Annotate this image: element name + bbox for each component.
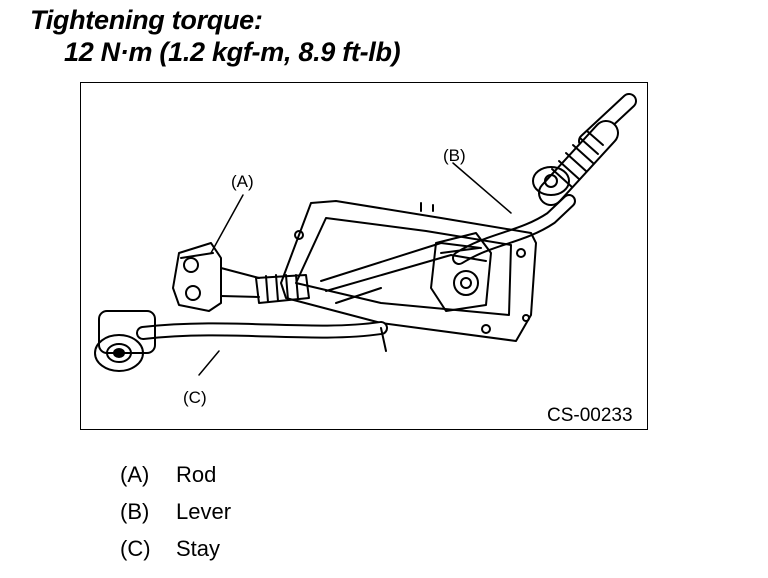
- callout-c: (C): [183, 388, 207, 407]
- rod-bellows: [255, 274, 310, 304]
- callout-b: (B): [443, 146, 466, 165]
- figure-code: CS-00233: [547, 405, 633, 426]
- legend-item: (A) Rod: [120, 456, 231, 493]
- torque-heading: Tightening torque: 12 N·m (1.2 kgf-m, 8.…: [30, 4, 401, 68]
- legend-label: Stay: [176, 536, 221, 561]
- heading-line-1: Tightening torque:: [30, 5, 263, 35]
- callout-a: (A): [231, 172, 254, 191]
- legend-key: (B): [120, 499, 150, 524]
- legend-label: Lever: [176, 499, 232, 524]
- legend-key: (C): [120, 536, 151, 561]
- legend-item: (C) Stay: [120, 530, 231, 567]
- base-plate: [280, 200, 537, 342]
- lever-clamp: [430, 232, 492, 312]
- legend-key: (A): [120, 462, 150, 487]
- cable-boot: [538, 120, 619, 206]
- parts-legend: (A) Rod (B) Lever (C) Stay: [120, 456, 231, 567]
- rod-clevis: [172, 242, 260, 312]
- legend-item: (B) Lever: [120, 493, 231, 530]
- heading-line-2: 12 N·m (1.2 kgf-m, 8.9 ft-lb): [64, 37, 401, 67]
- stay-arm: [94, 310, 388, 372]
- linkage-illustration: (A) (B) (C) CS-00233: [94, 93, 637, 426]
- shift-linkage-figure: (A) (B) (C) CS-00233: [80, 82, 648, 430]
- legend-label: Rod: [176, 462, 217, 487]
